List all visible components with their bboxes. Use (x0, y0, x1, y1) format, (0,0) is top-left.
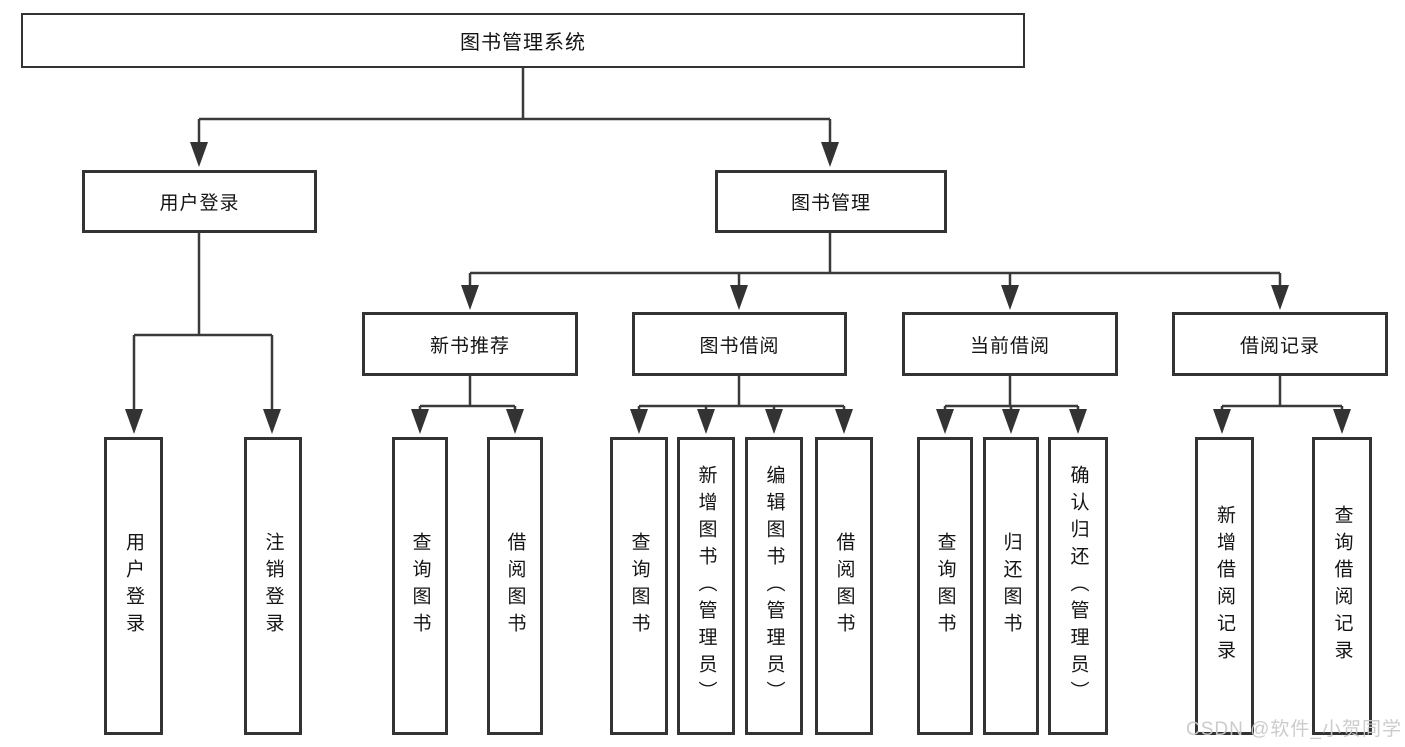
leaf-bb-query-books: 查询图书 (610, 437, 668, 735)
connector-user-login-to-leaves (132, 233, 274, 412)
arrowhead (1002, 409, 1020, 434)
node-book-management: 图书管理 (715, 170, 947, 233)
csdn-watermark: CSDN @软件_小贺同学 (1186, 719, 1402, 740)
leaf-cb-confirm-return-admin: 确认归还（管理员） (1048, 437, 1108, 735)
arrowhead (1001, 285, 1019, 310)
leaf-cb-query-books: 查询图书 (917, 437, 973, 735)
connector-book-borrow-to-leaves (637, 376, 846, 412)
connector-current-borrow-to-leaves (943, 376, 1080, 412)
node-new-book-recommendation: 新书推荐 (362, 312, 578, 376)
arrowhead (1069, 409, 1087, 434)
arrowhead (730, 285, 748, 310)
leaf-nbr-borrow-books: 借阅图书 (487, 437, 543, 735)
leaf-logout-login: 注销登录 (244, 437, 302, 735)
arrowhead (630, 409, 648, 434)
leaf-br-query-borrow-record: 查询借阅记录 (1312, 437, 1372, 735)
node-borrowing-records: 借阅记录 (1172, 312, 1388, 376)
leaf-nbr-query-books: 查询图书 (392, 437, 448, 735)
leaf-user-login: 用户登录 (104, 437, 163, 735)
leaf-bb-edit-books-admin: 编辑图书（管理员） (745, 437, 803, 735)
arrowhead (821, 142, 839, 167)
connector-book-mgmt-to-level3 (468, 233, 1282, 288)
leaf-br-add-borrow-record: 新增借阅记录 (1195, 437, 1254, 735)
leaf-cb-return-books: 归还图书 (983, 437, 1039, 735)
arrowhead (1271, 285, 1289, 310)
node-library-management-system: 图书管理系统 (21, 13, 1025, 68)
arrowhead (125, 409, 143, 434)
leaf-bb-add-books-admin: 新增图书（管理员） (677, 437, 735, 735)
arrowhead (1213, 409, 1231, 434)
connector-root-to-level2 (197, 68, 832, 145)
arrowhead (765, 409, 783, 434)
node-book-borrowing: 图书借阅 (632, 312, 847, 376)
arrowhead (506, 409, 524, 434)
connector-borrow-records-to-leaves (1220, 376, 1344, 412)
arrowheads (125, 142, 1351, 434)
arrowhead (190, 142, 208, 167)
node-current-borrowing: 当前借阅 (902, 312, 1118, 376)
arrowhead (411, 409, 429, 434)
arrowhead (697, 409, 715, 434)
arrowhead (835, 409, 853, 434)
arrowhead (461, 285, 479, 310)
connector-new-book-rec-to-leaves (418, 376, 517, 412)
arrowhead (1333, 409, 1351, 434)
leaf-bb-borrow-books: 借阅图书 (815, 437, 873, 735)
arrowhead (936, 409, 954, 434)
arrowhead (263, 409, 281, 434)
node-user-login: 用户登录 (82, 170, 317, 233)
